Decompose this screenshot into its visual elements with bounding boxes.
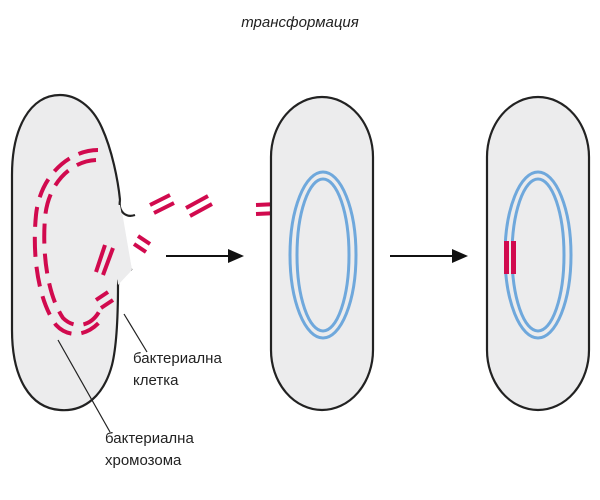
cell-2-chromosome-outer	[288, 170, 358, 340]
label-leaders	[57, 313, 148, 433]
fragment-arc-inner	[42, 158, 102, 327]
cell-2-chromosome-inner	[295, 177, 351, 333]
dna-piece-3	[185, 194, 213, 218]
label-bacterial-cell: бактериална клетка	[133, 348, 222, 392]
cell-3-wall	[485, 95, 591, 412]
fragment-inner-1	[94, 244, 107, 273]
cell-1-wall	[10, 93, 133, 412]
released-dna	[132, 193, 279, 254]
label-cell-line2: клетка	[133, 372, 179, 389]
chromosome-fragments	[32, 148, 115, 336]
cell-1-opening-top	[118, 199, 136, 217]
cell-2-wall	[269, 95, 375, 412]
fragment-inner-4	[99, 298, 115, 310]
label-chromosome-line2: хромозома	[105, 452, 182, 469]
dna-piece-1	[132, 234, 152, 254]
bacterial-cell-3	[485, 95, 591, 412]
integrated-dna-inner	[511, 241, 516, 274]
arrow-2	[390, 249, 468, 263]
label-cell-line1: бактериална	[133, 350, 222, 367]
arrow-1	[166, 249, 244, 263]
bacterial-cell-2	[269, 95, 375, 412]
integrated-dna-outer	[504, 241, 509, 274]
leader-chromosome	[57, 339, 111, 433]
diagram-title: трансформация	[241, 14, 359, 31]
cell-1-interior	[118, 205, 132, 285]
label-bacterial-chromosome: бактериална хромозома	[105, 428, 194, 472]
leader-cell	[123, 313, 148, 353]
label-chromosome-line1: бактериална	[105, 430, 194, 447]
fragment-inner-3	[94, 290, 110, 302]
bacterial-cell-lysing	[10, 93, 136, 412]
dna-piece-2	[149, 193, 175, 215]
fragment-inner-2	[101, 247, 115, 276]
fragment-arc-outer	[32, 148, 105, 336]
